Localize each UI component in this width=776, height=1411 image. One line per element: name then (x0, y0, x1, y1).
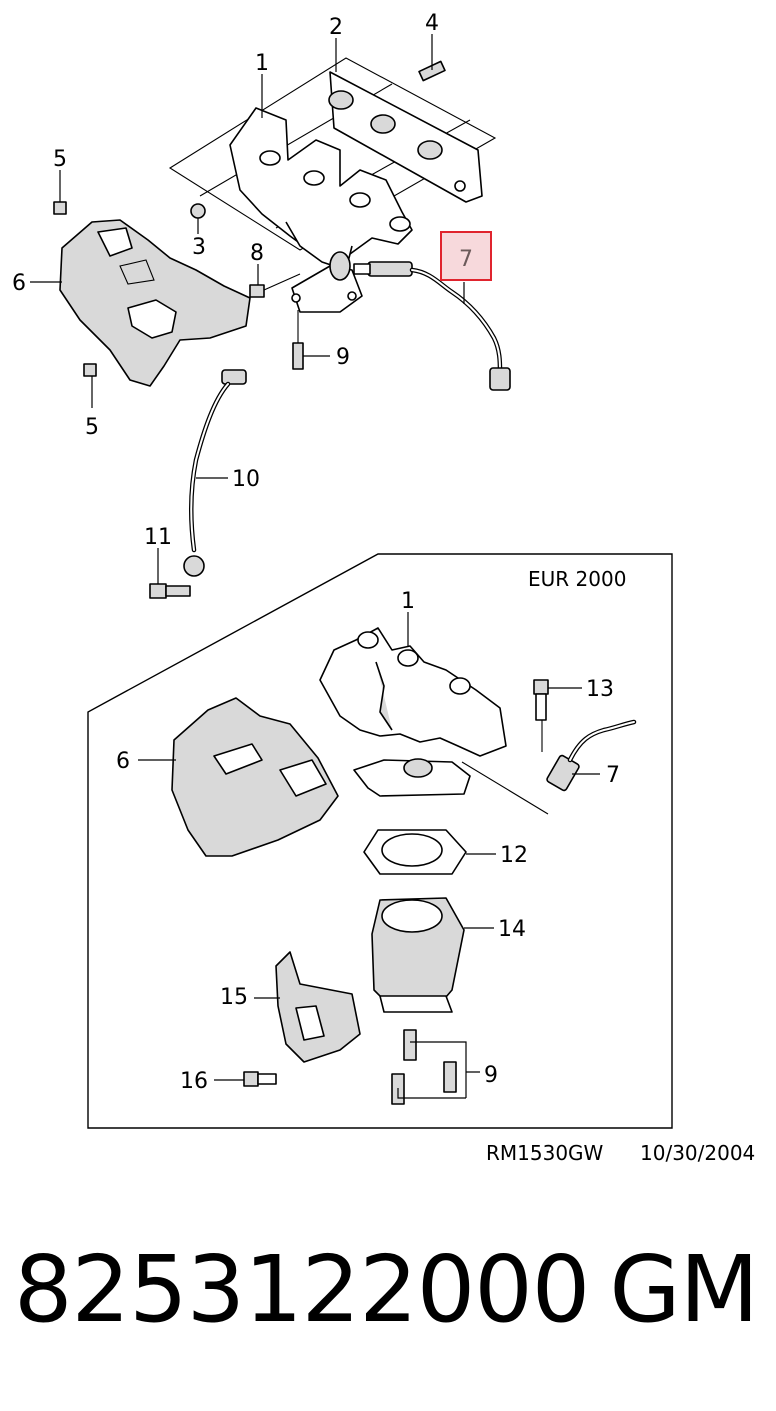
inset-callout-15: 15 (220, 985, 248, 1010)
inset-gasket-part-12 (363, 829, 496, 875)
inset-title: EUR 2000 (528, 567, 626, 591)
inset-callout-9: 9 (484, 1063, 498, 1088)
callout-3: 3 (192, 235, 206, 260)
bolt-part-5-bottom (83, 363, 97, 408)
callout-10: 10 (232, 467, 260, 492)
callout-5-b: 5 (85, 415, 99, 440)
manifold-outlet-flange (291, 251, 363, 313)
callout-7: 7 (459, 247, 473, 272)
callout-6: 6 (12, 271, 26, 296)
exhaust-manifold-diagram: 1 2 4 5 6 3 8 7 9 5 10 11 EUR 2000 (12, 11, 755, 1165)
inset-studs-part-9 (391, 1029, 480, 1105)
callout-7-highlight (440, 231, 492, 281)
inset-bolt-part-16 (214, 1071, 277, 1087)
inset-catalyst-part-14 (371, 897, 494, 1013)
part-footer: 8253122000 GM (0, 1236, 776, 1356)
inset-heat-shield-part-15 (254, 951, 361, 1063)
inset-outlet-flange (353, 758, 471, 797)
callout-4: 4 (425, 11, 439, 36)
bolt-part-5-top (53, 170, 67, 215)
top-leader-lines (30, 38, 337, 283)
callout-11: 11 (144, 525, 172, 550)
inset-callout-1: 1 (401, 589, 415, 614)
heat-shield-part-6 (59, 219, 251, 387)
inset-oxygen-sensor-part-7 (461, 719, 637, 815)
brand-name: GM (609, 1236, 759, 1343)
knock-sensor-wire-part-10 (183, 369, 247, 577)
oxygen-sensor-part-7 (353, 261, 511, 391)
drawing-ref-code: RM1530GW (486, 1141, 604, 1165)
part-number: 8253122000 (14, 1236, 590, 1343)
bolt-part-11 (149, 548, 191, 599)
stud-part-9-top (292, 310, 330, 370)
nut-part-3 (190, 203, 206, 234)
stud-part-4 (418, 34, 446, 82)
top-callouts: 1 2 4 5 6 3 8 7 9 5 10 11 (12, 11, 473, 550)
inset-callout-6: 6 (116, 749, 130, 774)
callout-1: 1 (255, 51, 269, 76)
inset-callout-16: 16 (180, 1069, 208, 1094)
drawing-reference: RM1530GW 10/30/2004 (486, 1141, 755, 1165)
callout-5-a: 5 (53, 147, 67, 172)
inset-callout-7: 7 (606, 763, 620, 788)
bolt-part-8 (249, 264, 301, 298)
inset-callout-14: 14 (498, 917, 526, 942)
inset-callouts: 1 13 6 7 12 14 15 9 16 (116, 589, 620, 1094)
exhaust-manifold-part-1 (229, 107, 413, 271)
inset-callout-12: 12 (500, 843, 528, 868)
inset-frame: EUR 2000 (87, 553, 673, 1129)
callout-9-a: 9 (336, 345, 350, 370)
inset-manifold-part-1 (319, 612, 507, 757)
inset-bolt-part-13 (533, 679, 582, 752)
inset-heat-shield-part-6 (138, 697, 339, 857)
callout-8: 8 (250, 241, 264, 266)
callout-2: 2 (329, 15, 343, 40)
gasket-part-2 (328, 71, 483, 203)
drawing-ref-date: 10/30/2004 (640, 1141, 755, 1165)
inset-callout-13: 13 (586, 677, 614, 702)
